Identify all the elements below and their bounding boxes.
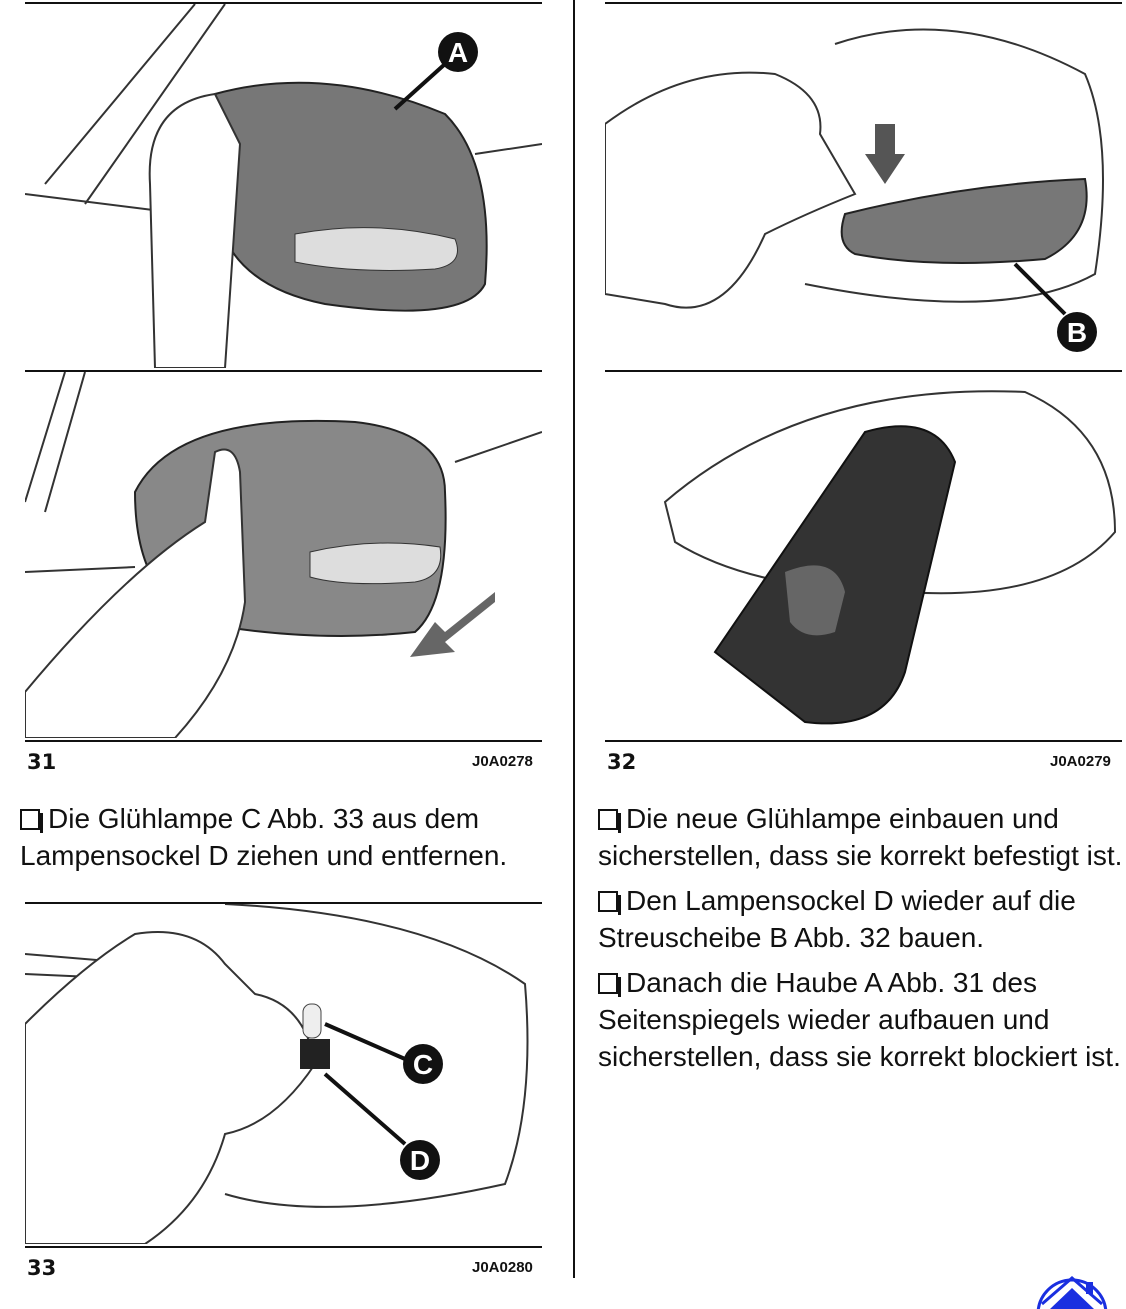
checkbox-bullet-icon xyxy=(20,809,43,833)
callout-d: D xyxy=(410,1145,430,1176)
illustration-lens-b: B xyxy=(605,28,1104,352)
callout-c: C xyxy=(413,1049,433,1080)
instruction-step: Danach die Haube A Abb. 31 des Seitenspi… xyxy=(598,967,1121,1072)
figure-code: J0A0280 xyxy=(472,1259,533,1276)
figure-code: J0A0279 xyxy=(1050,753,1111,770)
illustration-lamp-socket xyxy=(663,390,1117,725)
figure-number: 33 xyxy=(27,1256,57,1280)
callout-a: A xyxy=(448,37,468,68)
instruction-step: Den Lampensockel D wieder auf die Streus… xyxy=(598,885,1076,953)
illustration-mirror-cover-removal xyxy=(25,372,542,738)
instruction-step: Die Glühlampe C Abb. 33 aus dem Lampenso… xyxy=(20,803,508,871)
callout-b: B xyxy=(1067,317,1087,348)
illustration-bulb-c-socket-d: C D xyxy=(25,904,529,1244)
instruction-right: Die neue Glühlampe einbauen und sicherst… xyxy=(598,800,1123,1083)
instruction-left: Die Glühlampe C Abb. 33 aus dem Lampenso… xyxy=(20,800,550,882)
figure-number: 31 xyxy=(27,750,57,774)
illustration-mirror-cover-a: A xyxy=(25,4,542,368)
column-divider xyxy=(573,0,575,1278)
home-icon[interactable] xyxy=(1030,1270,1120,1309)
checkbox-bullet-icon xyxy=(598,809,621,833)
checkbox-bullet-icon xyxy=(598,973,621,997)
figure-code: J0A0278 xyxy=(472,753,533,770)
figure-number: 32 xyxy=(607,750,637,774)
instruction-step: Die neue Glühlampe einbauen und sicherst… xyxy=(598,803,1123,871)
checkbox-bullet-icon xyxy=(598,891,621,915)
